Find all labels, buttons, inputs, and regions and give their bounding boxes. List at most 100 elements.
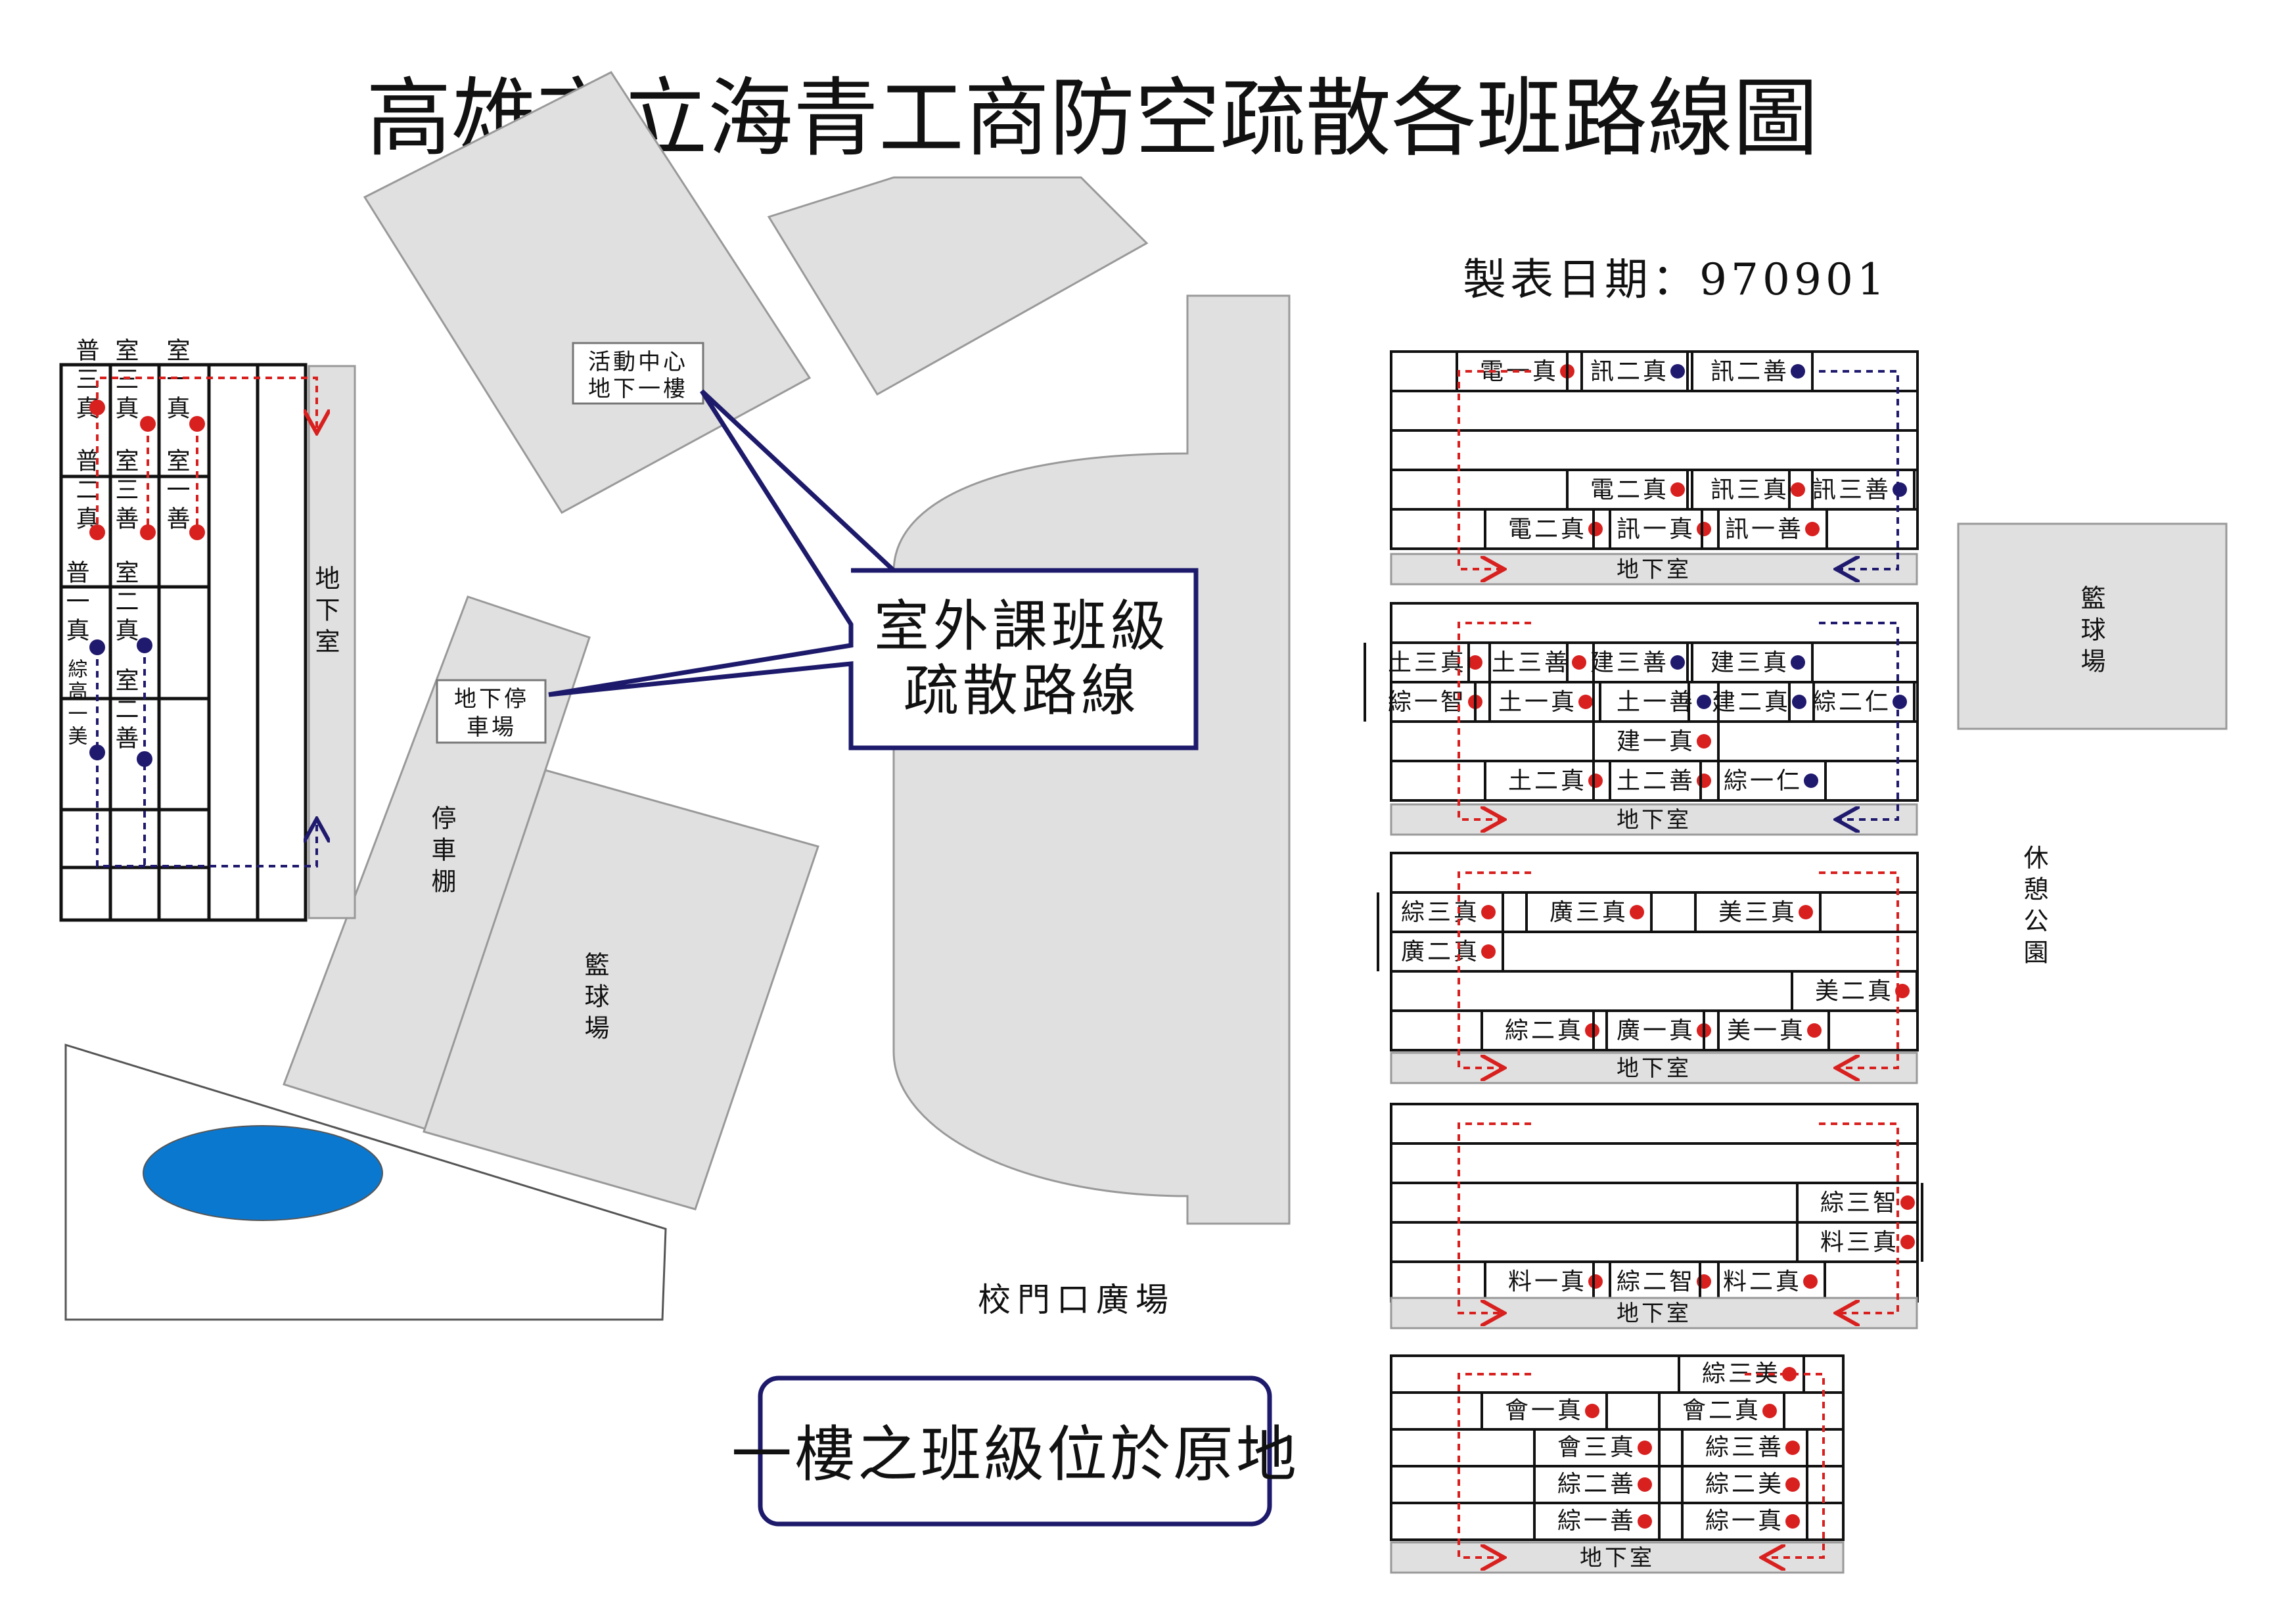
basement-label: 地下室: [1617, 1301, 1691, 1327]
route-dot: [1803, 1274, 1818, 1289]
basement-label: 地下室: [1617, 557, 1691, 583]
date-line: 製表日期：970901: [1463, 254, 1889, 305]
route-dot: [1697, 695, 1711, 709]
class-label: 土三真: [1388, 649, 1467, 676]
route-dot: [1785, 1477, 1800, 1492]
class-label: 綜三智: [1820, 1189, 1899, 1216]
rest-park-label: 休憩公園: [2019, 844, 2048, 971]
route-dot: [1697, 522, 1711, 536]
route-dot: [1791, 655, 1805, 670]
route-dot: [1638, 1441, 1652, 1455]
route-red: [1745, 1373, 1825, 1558]
route-dot: [1670, 482, 1685, 497]
class-label: 室三善: [112, 448, 139, 535]
route-red: [1458, 1122, 1531, 1313]
court-left: [423, 769, 819, 1211]
route-dot: [1572, 655, 1586, 670]
class-label: 訊二真: [1590, 358, 1669, 385]
pond: [143, 1125, 383, 1221]
route-dots: [89, 400, 205, 767]
track-building: [892, 294, 1291, 1225]
gate-plaza-label: 校門口廣場: [978, 1281, 1175, 1319]
class-label: 土三善: [1492, 649, 1571, 676]
class-label: 綜一真: [1705, 1508, 1784, 1535]
class-label: 電二真: [1508, 516, 1587, 543]
class-label: 綜二善: [1557, 1471, 1636, 1498]
first-floor-note: 一樓之班級位於原地: [731, 1420, 1299, 1490]
route-dot: [1588, 1274, 1603, 1289]
class-label: 室二善: [112, 668, 139, 754]
class-label: 土二真: [1508, 768, 1587, 795]
building-top-right: [767, 176, 1149, 396]
underground-parking-label-box: [436, 679, 547, 744]
route-red: [1458, 622, 1531, 820]
class-label: 綜三美: [1702, 1360, 1781, 1387]
route-red: [1819, 1122, 1899, 1313]
route-dot: [1585, 1404, 1599, 1418]
class-label: 綜高一美: [64, 658, 88, 748]
bike-shed-label: 停車棚: [427, 805, 456, 900]
route-dot: [1588, 773, 1603, 788]
class-label: 電二真: [1590, 476, 1669, 503]
right-classroom-blocks: 電一真訊二真訊二善電二真訊三真訊三善電二真訊一真訊一善地下室土三真土三善建三善建…: [1364, 350, 1923, 1574]
class-label: 訊三真: [1711, 476, 1789, 503]
route-dot: [1468, 655, 1482, 670]
class-label: 建三善: [1590, 649, 1669, 676]
class-label: 綜二真: [1505, 1017, 1584, 1044]
route-dot: [1791, 482, 1805, 497]
left-classroom-building: [59, 363, 308, 922]
class-label: 建二真: [1712, 689, 1791, 716]
route-dot: [1697, 734, 1711, 749]
route-dot: [1638, 1477, 1652, 1492]
route-dot: [1578, 695, 1593, 709]
basement-label: 地下室: [1580, 1545, 1655, 1571]
class-label: 綜三真: [1401, 899, 1480, 926]
route-dot: [1893, 482, 1907, 497]
route-dot: [1792, 695, 1806, 709]
route-dot: [1805, 522, 1820, 536]
route-red: [1819, 871, 1899, 1068]
class-label: 建一真: [1617, 728, 1695, 755]
class-label: 訊三善: [1812, 476, 1891, 503]
route-dot: [1588, 522, 1603, 536]
class-label: 訊二善: [1711, 358, 1789, 385]
class-label: 土一真: [1498, 689, 1577, 716]
class-label: 土二善: [1617, 768, 1695, 795]
basement-left-label: 地下室: [311, 565, 340, 660]
route-dot: [1782, 1367, 1797, 1381]
class-label: 訊一善: [1725, 516, 1804, 543]
class-label: 料一真: [1508, 1268, 1587, 1295]
route-dot: [1481, 944, 1496, 959]
class-label: 普一真: [62, 560, 89, 647]
court-right: [1957, 522, 2228, 730]
route-red: [96, 377, 317, 430]
route-dot: [1893, 695, 1907, 709]
route-dot: [1670, 364, 1685, 379]
class-label: 廣一真: [1617, 1017, 1695, 1044]
basement-label: 地下室: [1617, 807, 1691, 833]
first-floor-note-box: [758, 1375, 1272, 1527]
underground-parking-label: 車場: [467, 714, 517, 741]
route-dot: [1900, 1195, 1915, 1210]
class-label: 美一真: [1727, 1017, 1806, 1044]
class-label: 料二真: [1723, 1268, 1802, 1295]
route-red: [1458, 871, 1531, 1068]
outdoor-route-callout-text: 室外課班級: [874, 594, 1170, 658]
route-dot: [1638, 1514, 1652, 1529]
route-blue: [1819, 622, 1899, 820]
class-label: 室一真: [163, 338, 190, 425]
class-label: 會二真: [1682, 1397, 1761, 1424]
class-label: 美三真: [1718, 899, 1797, 926]
activity-center-label-box: [572, 342, 704, 405]
class-label: 綜一仁: [1724, 768, 1802, 795]
class-label: 會一真: [1505, 1397, 1584, 1424]
route-red: [1458, 1373, 1531, 1558]
court-right-label: 籃球場: [2077, 585, 2105, 680]
basement-label: 地下室: [1617, 1055, 1691, 1082]
class-label: 廣三真: [1550, 899, 1628, 926]
route-dot: [1900, 1235, 1915, 1249]
class-label: 室一善: [163, 448, 190, 535]
route-blue: [1819, 370, 1899, 569]
class-label: 綜一智: [1388, 689, 1467, 716]
